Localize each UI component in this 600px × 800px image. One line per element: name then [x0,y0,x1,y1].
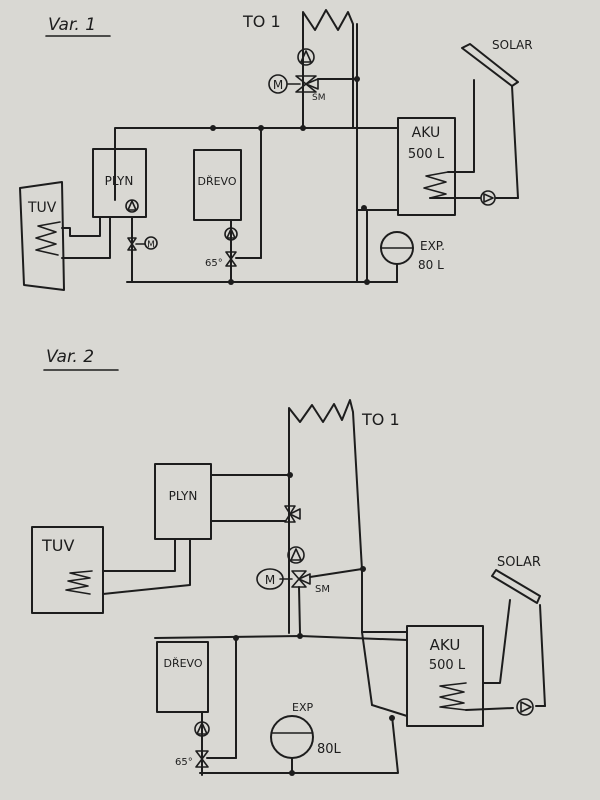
radiator-to1-label: TO 1 [242,12,281,31]
motor-label: M [265,573,275,587]
mixing-valve-label: SM [312,93,325,103]
radiator-pump-icon [287,546,305,564]
wood-boiler-drevo [156,641,209,713]
gas-boiler-zone-valve-icon [284,505,301,523]
accumulator-solar-coil-icon [439,682,467,711]
solar-pump-icon [516,698,534,716]
mixing-valve-sm-icon [291,570,311,588]
dhw-tank-label: TUV [41,536,74,555]
radiator-to1-label: TO 1 [361,410,400,429]
variant-2-title: Var. 2 [46,347,94,367]
motor-label: M [273,78,283,92]
solar-pump-icon [480,190,496,206]
solar-label: SOLAR [497,555,541,570]
gas-boiler-label: PLYN [169,489,198,503]
solar-label: SOLAR [492,38,533,52]
accumulator-label: AKU [412,125,441,141]
expansion-vessel-volume-label: 80 L [418,258,444,272]
gas-boiler-plyn [154,463,212,540]
radiator-pump-icon [297,48,315,66]
dhw-coil-icon [35,221,61,256]
gas-boiler-label: PLYN [105,174,134,188]
wood-boiler-label: DŘEVO [197,175,236,188]
expansion-vessel-80l [270,715,314,776]
wood-boiler-drevo [193,149,242,221]
mixing-valve-sm-icon [295,75,319,93]
mixing-valve-motor-icon: M [256,568,284,590]
expansion-vessel-label: EXP. [420,239,445,253]
radiator-to1-symbol [302,9,354,129]
expansion-vessel-volume-label: 80L [317,742,342,757]
anticondensation-temp-label: 65° [175,757,193,768]
anticondensation-valve-icon [195,750,209,768]
mixing-valve-label: SM [315,584,330,595]
gas-boiler-pump-icon [125,199,139,213]
gas-boiler-valve-icon [127,237,137,251]
dhw-tank-label: TUV [27,200,57,216]
accumulator-aku-500l [406,625,484,727]
gas-boiler-motor-icon: M [144,236,158,250]
gas-boiler-motor-label: M [147,240,155,250]
wood-boiler-label: DŘEVO [163,657,202,670]
expansion-vessel-label: EXP [292,701,313,714]
dhw-coil-icon [65,570,93,595]
wood-boiler-pump-icon [224,227,238,241]
solar-collector-symbol [461,43,519,87]
accumulator-volume-label: 500 L [429,658,466,673]
dhw-tank-tuv [19,181,65,291]
wood-boiler-pump-icon [194,721,210,737]
mixing-valve-motor-icon: M [268,74,288,94]
accumulator-aku-500l [397,117,456,216]
anticondensation-valve-icon [225,251,237,267]
variant-1-diagram: Var. 1 TO 1 M SM [19,9,533,291]
variant-1-title: Var. 1 [48,15,96,35]
accumulator-volume-label: 500 L [408,147,445,162]
variant-2-diagram: Var. 2 TO 1 PLYN [31,347,546,776]
accumulator-solar-coil-icon [423,171,449,199]
radiator-to1-symbol [288,399,363,634]
accumulator-label: AKU [430,636,461,654]
anticondensation-temp-label: 65° [205,258,223,269]
expansion-vessel-80l [366,231,414,283]
gas-boiler-plyn [92,148,147,218]
solar-collector-symbol [491,569,541,604]
